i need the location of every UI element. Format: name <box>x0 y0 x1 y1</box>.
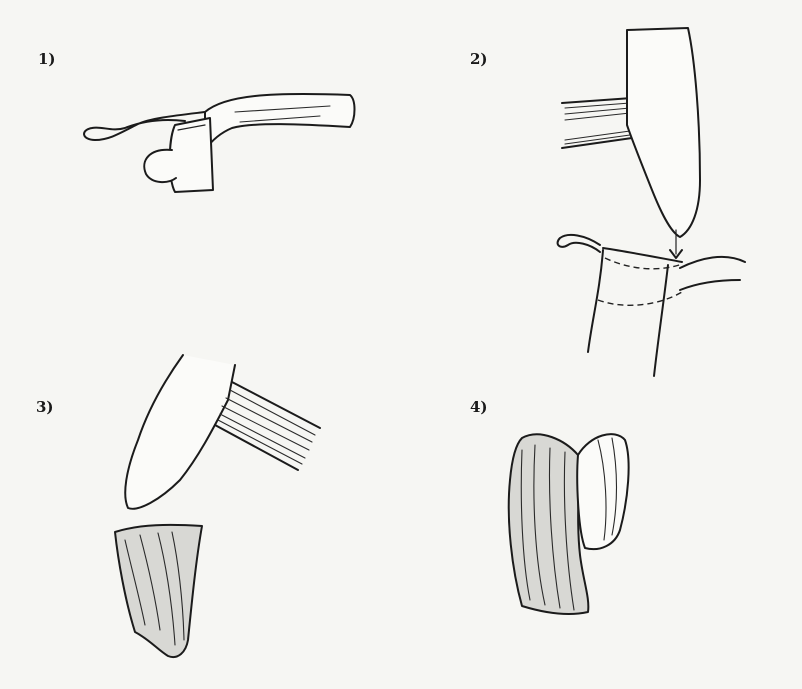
cut-line-lower <box>598 292 682 305</box>
rod-hook-left <box>558 235 600 252</box>
step-1-illustration <box>84 94 354 192</box>
step-2-illustration <box>558 28 745 376</box>
band-ring <box>170 118 213 192</box>
rod-right-upper <box>680 257 745 268</box>
cut-segment <box>115 525 202 657</box>
finished-piece-body <box>509 434 589 614</box>
angled-chisel-blade <box>125 355 235 509</box>
rod-right-lower <box>680 280 740 290</box>
band-inner-loop <box>144 150 176 182</box>
chisel-blade <box>627 28 700 237</box>
curved-rod <box>205 94 355 150</box>
step-4-illustration <box>509 434 629 614</box>
angled-handle-upper <box>232 382 320 428</box>
shaft-right-edge <box>654 265 668 376</box>
step-3-illustration <box>115 355 320 657</box>
finished-piece-flap <box>577 434 628 549</box>
handle-upper <box>562 98 632 103</box>
